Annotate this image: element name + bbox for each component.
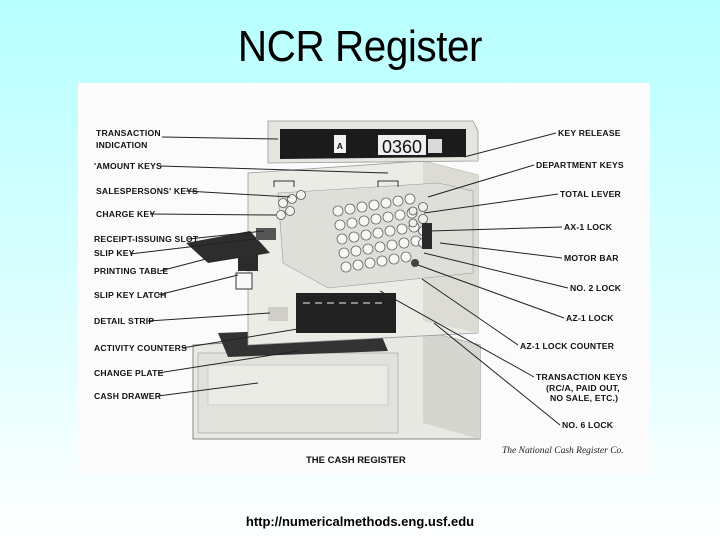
label-change-plate: CHANGE PLATE [94,368,164,378]
ax-1-lock [422,223,432,249]
label-total-lever: TOTAL LEVER [560,189,622,199]
label-motor-bar: MOTOR BAR [564,253,619,263]
cash-register-diagram: A 0360 [94,120,628,466]
labels-right: KEY RELEASE DEPARTMENT KEYS TOTAL LEVER … [520,128,628,430]
label-slip-key: SLIP KEY [94,248,135,258]
figure-caption: THE CASH REGISTER [306,455,406,466]
label-transaction: TRANSACTION [96,128,161,138]
label-amount-keys: 'AMOUNT KEYS [94,161,162,171]
label-no-6-lock: NO. 6 LOCK [562,420,614,430]
label-indication: INDICATION [96,140,148,150]
label-az-1-lock-counter: AZ-1 LOCK COUNTER [520,341,615,351]
label-printing-table: PRINTING TABLE [94,266,168,276]
display-amount: 0360 [382,137,422,157]
label-az-1-lock: AZ-1 LOCK [566,313,614,323]
salespersons-keys [276,190,306,220]
leader-lines [129,132,569,426]
no-2-lock [411,259,419,267]
display-department: A [337,141,343,151]
label-transaction-keys-sub1: (RC/A, PAID OUT, [546,383,620,393]
label-cash-drawer: CASH DRAWER [94,391,162,401]
label-department-keys: DEPARTMENT KEYS [536,160,624,170]
label-slip-key-latch: SLIP KEY LATCH [94,290,167,300]
label-charge-key: CHARGE KEY [96,209,155,219]
source-url[interactable]: http://numericalmethods.eng.usf.edu [245,514,475,529]
label-salespersons-keys: SALESPERSONS' KEYS [96,186,198,196]
figure-credit: The National Cash Register Co. [502,446,624,456]
label-detail-strip: DETAIL STRIP [94,316,154,326]
label-key-release: KEY RELEASE [558,128,621,138]
register-illustration: A 0360 [186,120,481,440]
label-ax-1-lock: AX-1 LOCK [564,222,613,232]
labels-left: TRANSACTION INDICATION 'AMOUNT KEYS SALE… [94,128,199,401]
label-no-2-lock: NO. 2 LOCK [570,283,622,293]
label-transaction-keys: TRANSACTION KEYS [536,372,628,382]
slide-title: NCR Register [237,22,483,71]
label-receipt-issuing-slot: RECEIPT-ISSUING SLOT [94,234,199,244]
label-transaction-keys-sub2: NO SALE, ETC.) [550,393,618,403]
label-activity-counters: ACTIVITY COUNTERS [94,343,187,353]
cash-register-figure: A 0360 [78,83,650,475]
